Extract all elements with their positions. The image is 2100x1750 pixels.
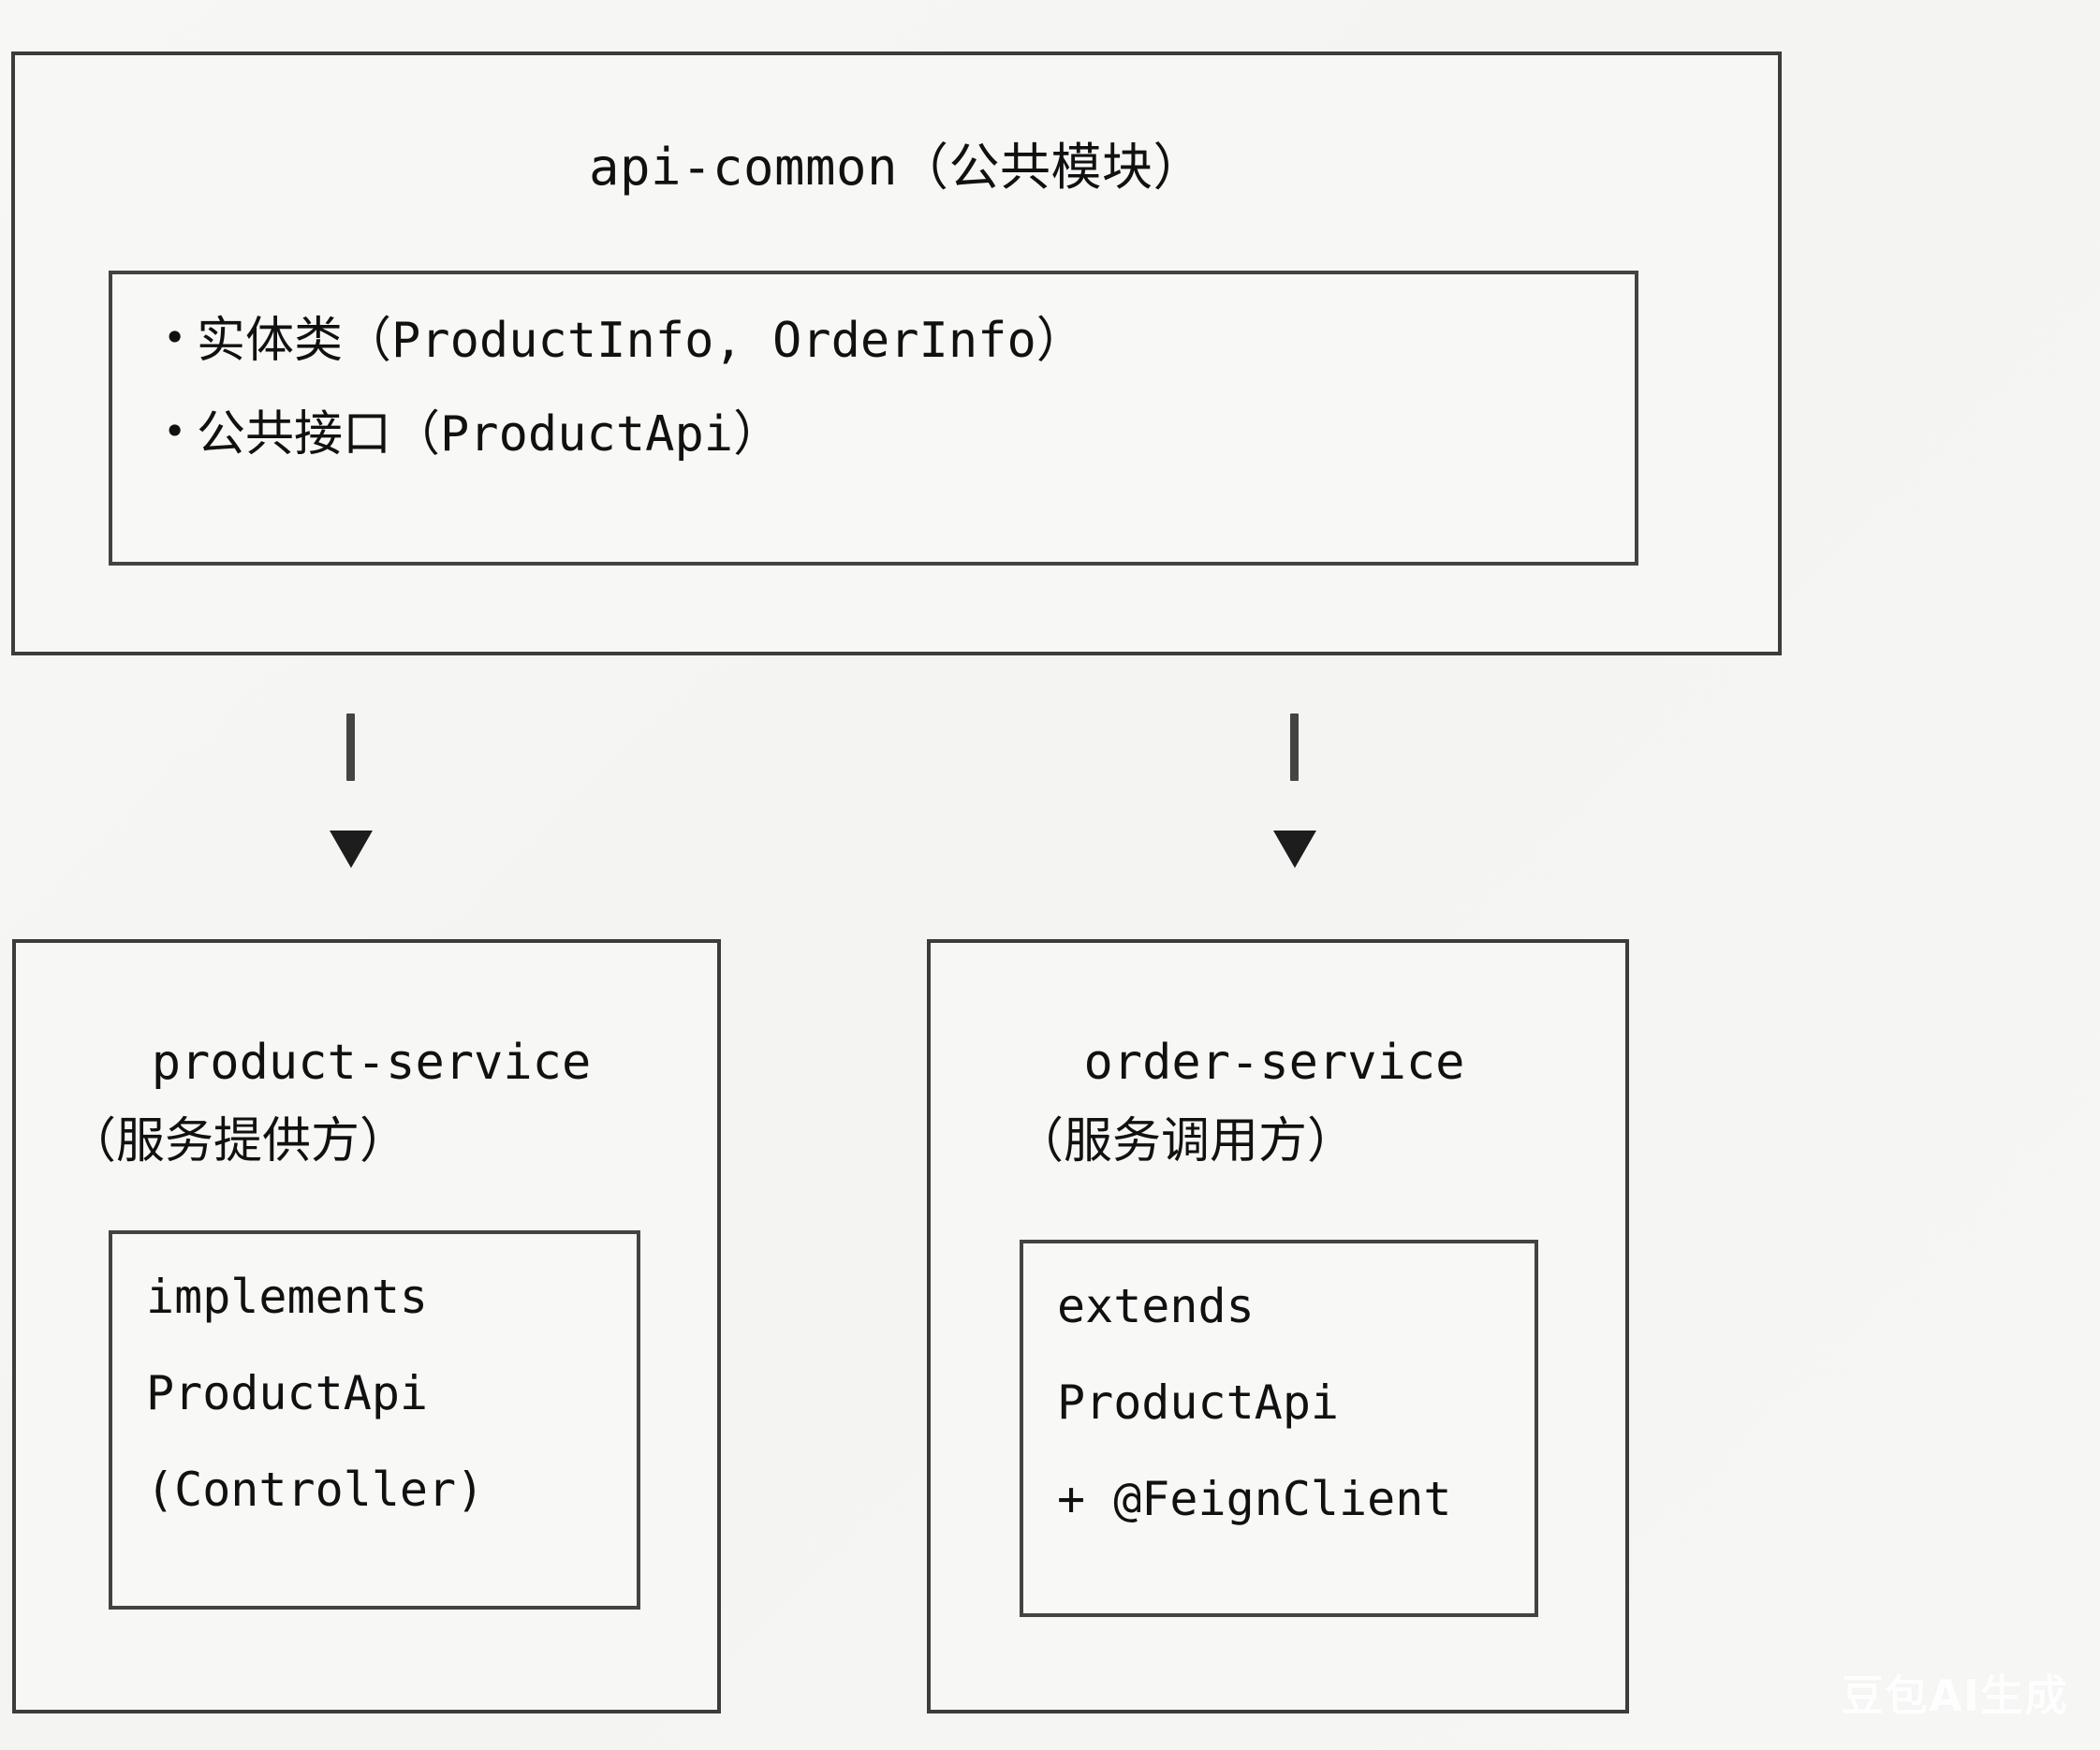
watermark-label: 豆包AI生成 [1841, 1670, 2068, 1721]
product-service-detail-box: implements ProductApi (Controller) [109, 1230, 640, 1610]
detail-line: + @FeignClient [1057, 1472, 1452, 1526]
product-service-detail-lines: implements ProductApi (Controller) [146, 1273, 629, 1513]
bullet-dot-icon: • [163, 408, 187, 455]
list-item-label: 实体类（ProductInfo, OrderInfo） [197, 313, 1085, 369]
order-service-box: order-service （服务调用方） extends ProductApi… [927, 939, 1629, 1713]
api-common-item-list: • 实体类（ProductInfo, OrderInfo） • 公共接口（Pro… [163, 312, 1616, 500]
list-item: • 实体类（ProductInfo, OrderInfo） [163, 312, 1616, 370]
detail-line: ProductApi [1057, 1375, 1340, 1430]
arrow-head-down-icon [1273, 831, 1316, 868]
order-service-subtitle: （服务调用方） [1015, 1113, 1357, 1169]
order-service-title: order-service [1083, 1035, 1465, 1091]
order-service-detail-lines: extends ProductApi + @FeignClient [1057, 1283, 1527, 1522]
api-common-title: api-common（公共模块） [588, 138, 1205, 197]
arrow-stem-icon [346, 713, 355, 781]
product-service-subtitle: （服务提供方） [67, 1113, 409, 1169]
api-common-contents-box: • 实体类（ProductInfo, OrderInfo） • 公共接口（Pro… [109, 271, 1638, 566]
detail-line: extends [1057, 1279, 1255, 1333]
bullet-dot-icon: • [163, 315, 187, 360]
arrow-head-down-icon [330, 831, 373, 868]
order-service-detail-box: extends ProductApi + @FeignClient [1020, 1240, 1538, 1617]
product-service-box: product-service （服务提供方） implements Produ… [12, 939, 721, 1713]
detail-line: ProductApi [146, 1366, 429, 1420]
detail-line: (Controller) [146, 1463, 485, 1517]
list-item-label: 公共接口（ProductApi） [197, 406, 783, 463]
arrow-stem-icon [1290, 713, 1299, 781]
detail-line: implements [146, 1270, 429, 1324]
list-item: • 公共接口（ProductApi） [163, 405, 1616, 463]
api-common-module-box: api-common（公共模块） • 实体类（ProductInfo, Orde… [11, 51, 1782, 655]
product-service-title: product-service [151, 1035, 592, 1091]
